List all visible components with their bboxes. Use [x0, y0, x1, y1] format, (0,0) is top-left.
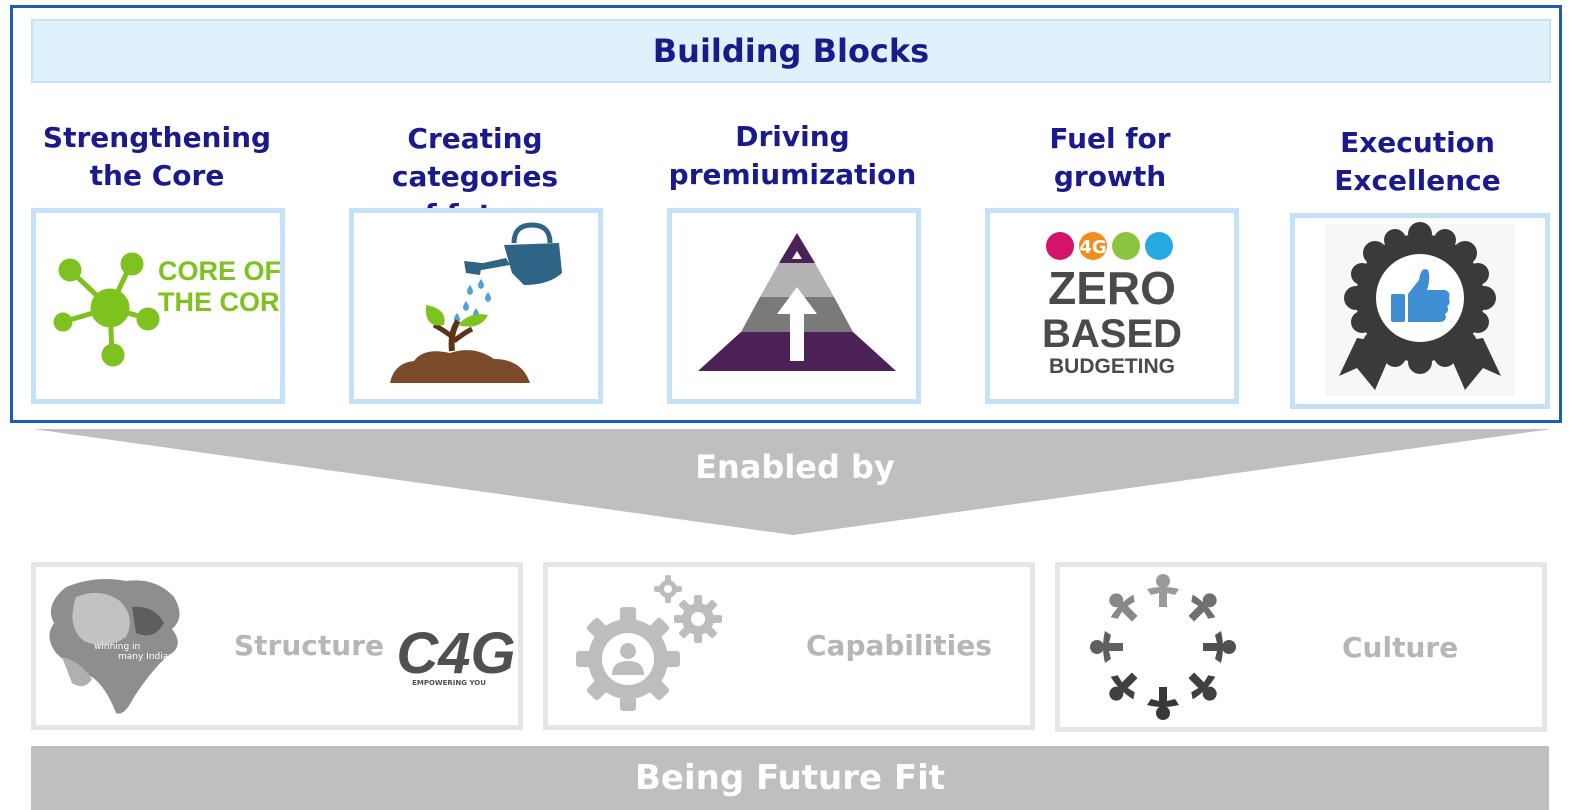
- building-blocks-title: Building Blocks: [652, 32, 930, 70]
- core-of-core-logo-line1: CORE OF: [158, 256, 280, 286]
- c4g-logo-text: C4G: [396, 621, 515, 686]
- block-title-driving-premiumization: Driving premiumization: [668, 120, 917, 191]
- map-caption-line2: many Indias: [118, 652, 173, 662]
- building-blocks-frame: [10, 5, 1562, 423]
- card-creating-categories: [349, 208, 603, 404]
- thumbs-up-badge-icon: [1325, 222, 1515, 396]
- map-caption-line1: winning in: [94, 642, 140, 652]
- enabled-by-chevron: [33, 429, 1552, 535]
- card-core-of-the-core: CORE OF THE CORE: [31, 208, 285, 404]
- chevron-shape: [33, 429, 1552, 535]
- enabler-label-culture: Culture: [1342, 631, 1459, 664]
- block-title-strengthening-core: Strengthening the Core: [42, 121, 272, 192]
- enabled-by-label: Enabled by: [695, 448, 895, 486]
- people-circle-icon: [1090, 574, 1236, 720]
- zero-based-budgeting-logo: 4G ZERO BASED BUDGETING: [1042, 232, 1182, 378]
- molecule-icon: CORE OF THE CORE: [53, 252, 280, 367]
- enabler-card-culture: Culture: [1055, 562, 1547, 732]
- c4g-tagline: EMPOWERING YOU: [412, 679, 486, 687]
- enabler-card-structure: winning in many Indias C4G EMPOWERING YO…: [31, 562, 523, 730]
- being-future-fit-bar: Being Future Fit: [31, 746, 1549, 810]
- enabler-label-capabilities: Capabilities: [806, 629, 992, 662]
- card-driving-premiumization: [667, 208, 921, 404]
- gear-person-icon: [576, 575, 722, 711]
- watering-can-plant-icon: [390, 222, 562, 383]
- being-future-fit-label: Being Future Fit: [634, 758, 945, 798]
- zbb-budgeting-text: BUDGETING: [1049, 355, 1175, 378]
- zbb-zero-text: ZERO: [1048, 262, 1176, 314]
- core-of-core-logo-line2: THE CORE: [158, 287, 280, 317]
- enabler-label-structure: Structure: [234, 629, 385, 662]
- block-title-fuel-for-growth: Fuel for growth: [1049, 122, 1171, 193]
- india-map-icon: winning in many Indias C4G EMPOWERING YO…: [49, 579, 516, 714]
- card-fuel-for-growth: 4G ZERO BASED BUDGETING: [985, 208, 1239, 404]
- enabler-card-capabilities: Capabilities: [543, 562, 1035, 730]
- pyramid-arrow-icon: [698, 233, 896, 371]
- card-execution-excellence: [1290, 213, 1550, 409]
- block-title-execution-excellence: Execution Excellence: [1334, 126, 1501, 197]
- building-blocks-header: Building Blocks: [31, 19, 1551, 83]
- zbb-4g-text: 4G: [1079, 237, 1106, 258]
- zbb-based-text: BASED: [1042, 312, 1182, 356]
